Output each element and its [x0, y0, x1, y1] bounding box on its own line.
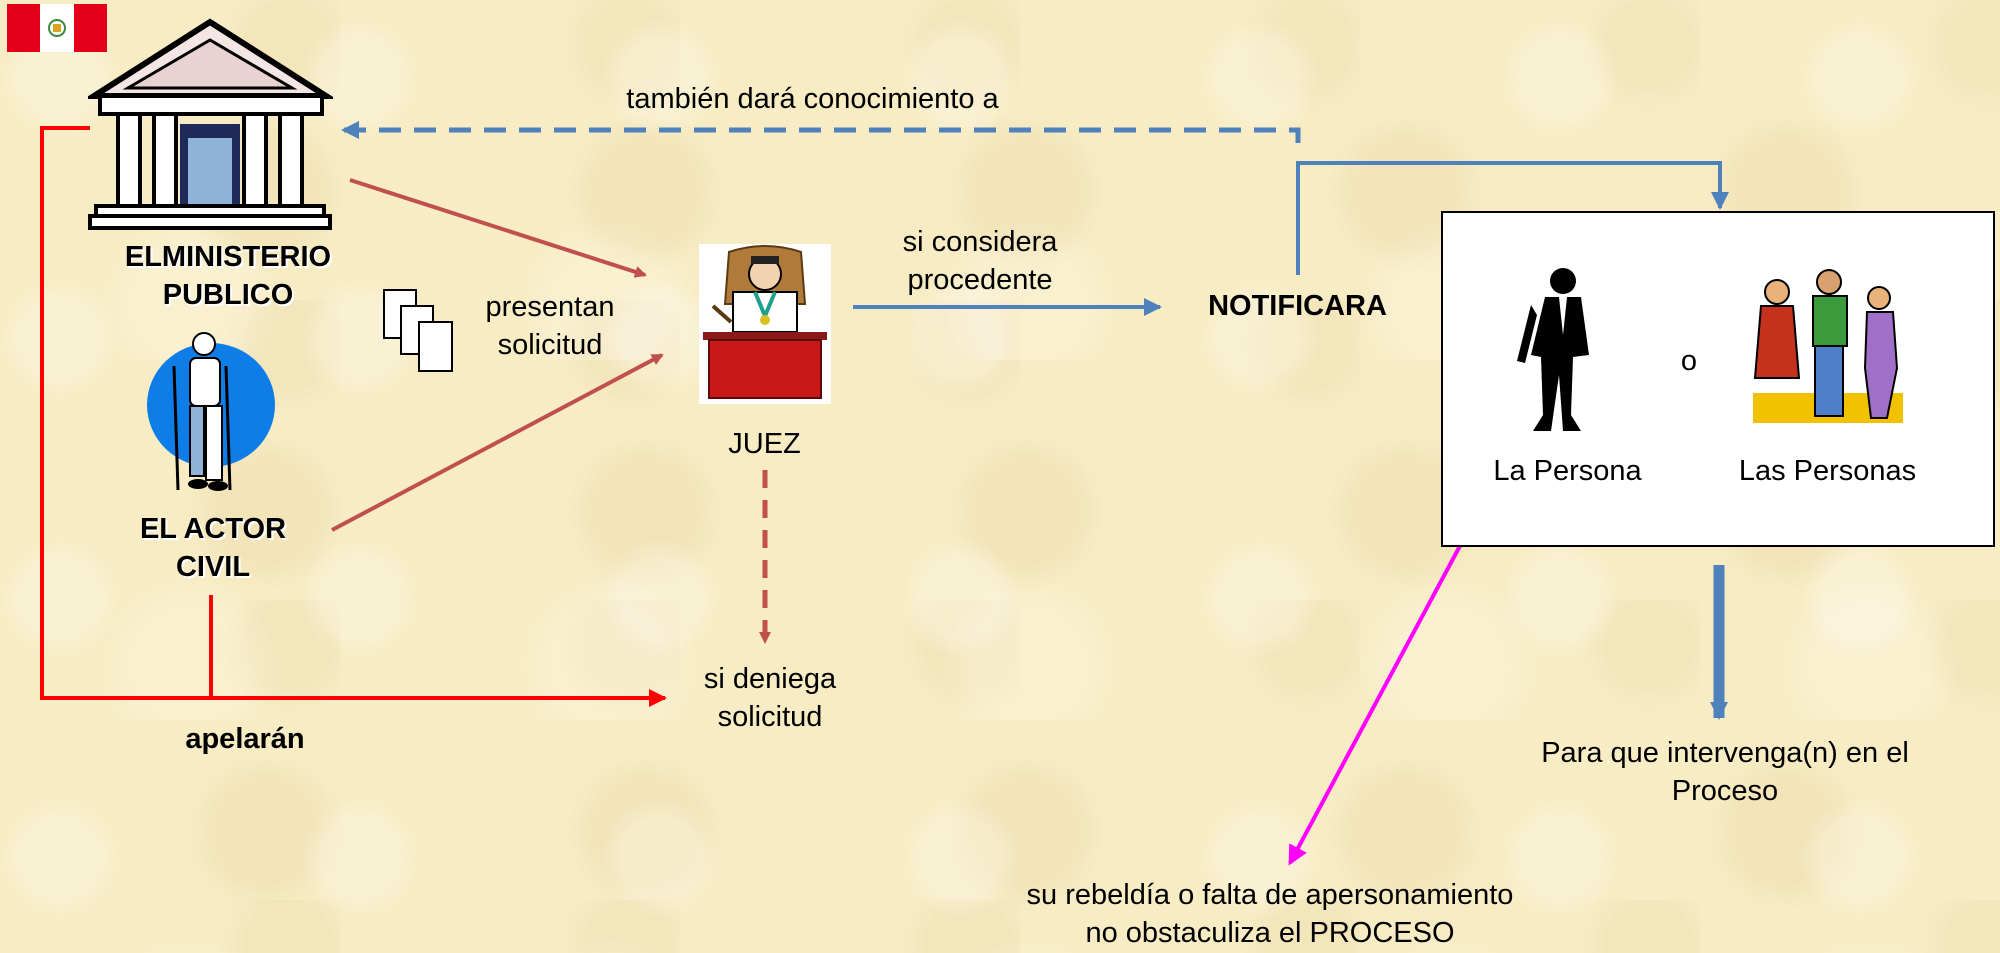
documents-icon	[383, 289, 453, 372]
arrow-actor-to-juez	[331, 353, 664, 532]
juez-label: JUEZ	[728, 428, 801, 460]
si-deniega-solicitud-label: si deniega solicitud	[703, 663, 837, 733]
arrow-box-to-rebeldia	[1288, 515, 1478, 866]
judge-icon	[699, 244, 831, 404]
businessman-icon	[1517, 268, 1589, 431]
apelaran-label: apelarán	[185, 723, 305, 755]
presentan-solicitud-label: presentan solicitud	[485, 291, 615, 361]
las-personas-label: Las Personas	[1738, 455, 1917, 487]
line-ministerio-apelacion	[40, 126, 667, 707]
peru-flag-icon	[7, 4, 107, 52]
arrow-ministerio-to-juez	[349, 178, 647, 278]
notificara-label: NOTIFICARA	[1208, 290, 1387, 322]
arrow-tambien-to-ministerio	[341, 121, 1301, 143]
tambien-dara-conocimiento-label: también dará conocimiento a	[626, 83, 999, 115]
ministerio-publico-label: ELMINISTERIO PUBLICO	[124, 241, 332, 311]
la-persona-label: La Persona	[1493, 455, 1642, 487]
arrow-notificara-to-box	[1296, 161, 1729, 275]
rebeldia-label: su rebeldía o falta de apersonamiento no…	[1026, 879, 1514, 949]
courthouse-icon	[88, 18, 333, 230]
notify-persons-box	[1441, 211, 1995, 547]
para-que-intervenga-label: Para que intervenga(n) en el Proceso	[1541, 737, 1909, 807]
injured-man-icon	[147, 332, 275, 491]
actor-civil-label: EL ACTOR CIVIL	[139, 513, 287, 583]
group-people-icon	[1753, 269, 1903, 423]
si-considera-procedente-label: si considera procedente	[902, 226, 1058, 296]
o-label: o	[1680, 345, 1698, 377]
